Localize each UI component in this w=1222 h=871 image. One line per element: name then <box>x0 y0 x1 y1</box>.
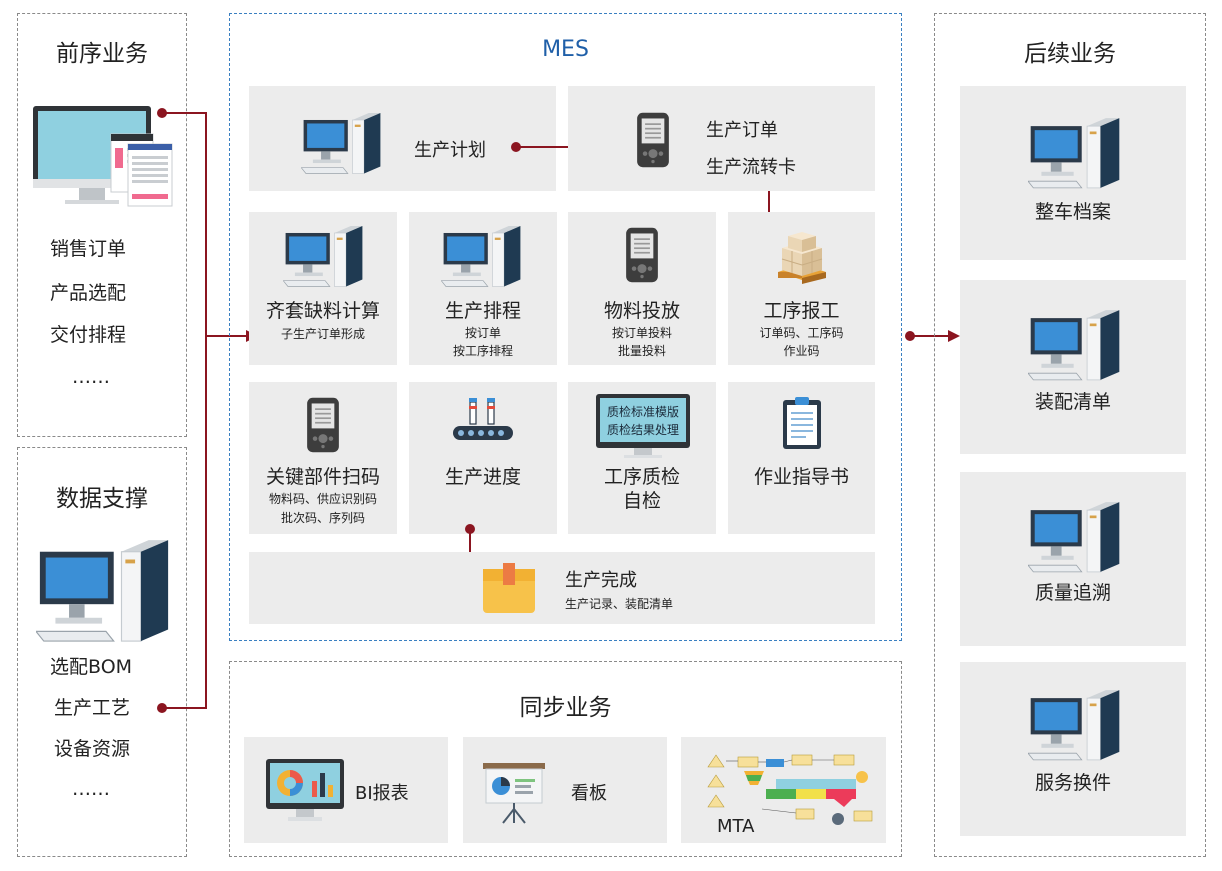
quality-trace-tile: 质量追溯 <box>960 472 1186 646</box>
data-support-title: 数据支撑 <box>56 486 148 512</box>
monitor-icon: 质检标准模版 质检结果处理 <box>596 394 690 460</box>
data-item-ellipsis: …… <box>72 778 110 800</box>
quality-screen-line1: 质检标准模版 <box>606 405 679 419</box>
service-parts-label: 服务换件 <box>1034 772 1111 794</box>
data-support-panel <box>17 447 187 857</box>
connector-line <box>205 112 207 709</box>
production-progress-tile: 生产进度 <box>409 382 557 534</box>
dashboard-monitor-icon <box>266 759 344 825</box>
production-progress-title: 生产进度 <box>444 466 521 488</box>
material-feed-sub2: 批量投料 <box>617 344 666 358</box>
connector-line <box>768 191 770 221</box>
key-part-scan-tile: 关键部件扫码 物料码、供应识别码 批次码、序列码 <box>249 382 397 534</box>
follow-up-title: 后续业务 <box>1024 41 1116 67</box>
clipboard-icon <box>782 396 822 450</box>
material-feed-sub1: 按订单投料 <box>611 326 672 340</box>
kit-shortage-tile: 齐套缺料计算 子生产订单形成 <box>249 212 397 365</box>
computer-icon <box>1028 310 1122 384</box>
computer-icon <box>301 113 383 177</box>
follow-up-panel <box>934 13 1206 857</box>
computer-icon <box>441 226 523 290</box>
scheduling-title: 生产排程 <box>444 300 521 322</box>
pallet-boxes-icon <box>774 226 830 284</box>
computer-icon <box>1028 502 1122 576</box>
scheduling-sub2: 按工序排程 <box>452 344 513 358</box>
production-complete-tile: 生产完成 生产记录、装配清单 <box>249 552 875 624</box>
handheld-terminal-icon <box>636 111 670 169</box>
production-complete-sub: 生产记录、装配清单 <box>565 597 674 611</box>
mta-tile: MTA <box>681 737 886 843</box>
data-item-equipment: 设备资源 <box>54 738 131 760</box>
kanban-tile: 看板 <box>463 737 667 843</box>
mta-flow-diagram <box>706 749 874 837</box>
material-feed-tile: 物料投放 按订单投料 批量投料 <box>568 212 716 365</box>
mta-label: MTA <box>717 816 755 837</box>
computer-icon <box>36 540 172 647</box>
sync-business-panel <box>229 661 902 857</box>
connector-line <box>205 335 247 337</box>
vehicle-archive-tile: 整车档案 <box>960 86 1186 260</box>
pre-business-panel <box>17 13 187 437</box>
work-instruction-title: 作业指导书 <box>753 466 849 488</box>
presentation-board-icon <box>481 761 547 827</box>
service-parts-tile: 服务换件 <box>960 662 1186 836</box>
handheld-terminal-icon <box>306 396 340 454</box>
production-plan-tile: 生产计划 <box>249 86 556 191</box>
mes-panel <box>229 13 902 641</box>
process-report-tile: 工序报工 订单码、工序码 作业码 <box>728 212 875 365</box>
quality-check-title: 工序质检 <box>603 466 680 488</box>
data-item-process: 生产工艺 <box>54 697 131 719</box>
bi-report-tile: BI报表 <box>244 737 448 843</box>
computer-icon <box>1028 690 1122 764</box>
quality-check-title2: 自检 <box>622 490 661 512</box>
pre-item-product-config: 产品选配 <box>50 282 127 304</box>
production-order-tile: 生产订单 生产流转卡 <box>568 86 875 191</box>
pre-item-sales-order: 销售订单 <box>50 238 127 260</box>
pre-business-title: 前序业务 <box>56 41 148 67</box>
kit-shortage-sub: 子生产订单形成 <box>280 327 365 341</box>
computer-icon <box>1028 118 1122 192</box>
connector-line <box>469 529 471 563</box>
connector-line <box>162 112 207 114</box>
desktop-screen-icon <box>33 104 173 214</box>
sync-business-title: 同步业务 <box>519 695 612 721</box>
quality-screen-line2: 质检结果处理 <box>606 423 679 437</box>
package-box-icon <box>481 561 537 615</box>
pre-item-delivery-schedule: 交付排程 <box>50 324 127 346</box>
production-order-label: 生产订单 <box>706 120 778 141</box>
quality-check-tile: 质检标准模版 质检结果处理 工序质检 自检 <box>568 382 716 534</box>
kanban-label: 看板 <box>571 783 607 804</box>
quality-trace-label: 质量追溯 <box>1034 582 1111 604</box>
material-feed-title: 物料投放 <box>603 300 680 322</box>
production-complete-title: 生产完成 <box>565 570 637 591</box>
process-report-sub2: 作业码 <box>783 344 820 358</box>
kit-shortage-title: 齐套缺料计算 <box>265 300 380 322</box>
assembly-list-tile: 装配清单 <box>960 280 1186 454</box>
mes-title: MES <box>542 37 589 62</box>
conveyor-icon <box>451 396 515 448</box>
work-instruction-tile: 作业指导书 <box>728 382 875 534</box>
vehicle-archive-label: 整车档案 <box>1034 201 1111 223</box>
key-part-scan-sub1: 物料码、供应识别码 <box>268 492 377 506</box>
connector-line <box>516 146 606 148</box>
process-report-sub1: 订单码、工序码 <box>759 326 844 340</box>
key-part-scan-title: 关键部件扫码 <box>265 466 380 488</box>
connector-line <box>162 707 207 709</box>
scheduling-tile: 生产排程 按订单 按工序排程 <box>409 212 557 365</box>
computer-icon <box>283 226 365 290</box>
key-part-scan-sub2: 批次码、序列码 <box>280 511 365 525</box>
production-plan-label: 生产计划 <box>414 140 486 161</box>
process-report-title: 工序报工 <box>763 300 840 322</box>
scheduling-sub1: 按订单 <box>464 326 501 340</box>
arrow-right-icon <box>948 330 960 342</box>
handheld-terminal-icon <box>625 226 659 284</box>
assembly-list-label: 装配清单 <box>1034 391 1111 413</box>
production-card-label: 生产流转卡 <box>706 157 796 178</box>
connector-line <box>910 335 950 337</box>
bi-report-label: BI报表 <box>355 783 409 804</box>
data-item-bom: 选配BOM <box>50 656 133 678</box>
pre-item-ellipsis: …… <box>72 366 110 388</box>
